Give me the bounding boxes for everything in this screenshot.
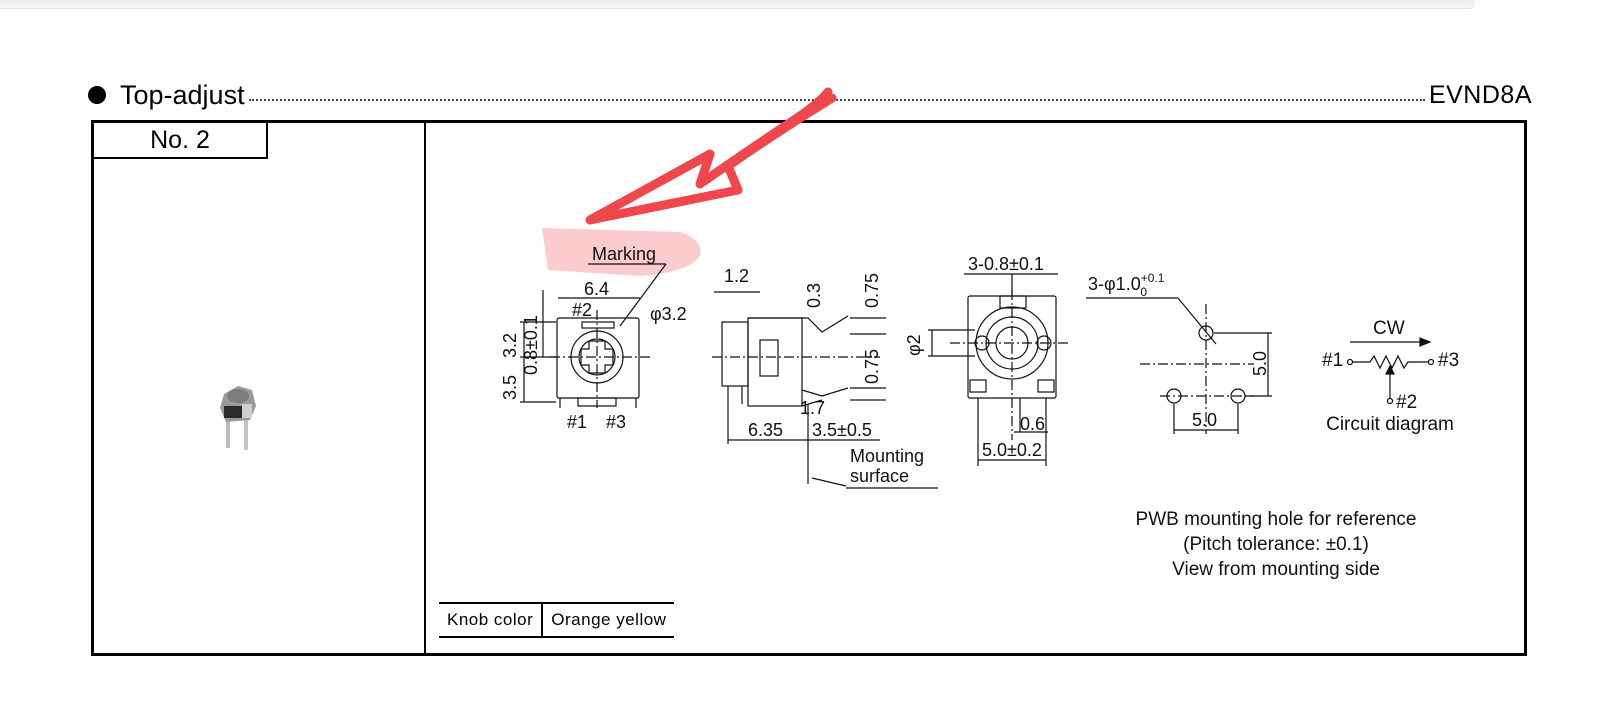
dim-075a: 0.75 xyxy=(862,273,882,308)
product-photo-image xyxy=(220,386,256,450)
side-body xyxy=(747,317,803,407)
dim-08: 0.8±0.1 xyxy=(521,315,541,375)
panel-number: No. 2 xyxy=(94,123,268,159)
marking-label: Marking xyxy=(592,244,656,264)
circuit-caption: Circuit diagram xyxy=(1326,414,1454,435)
side-slot xyxy=(759,339,779,377)
bottom-pin-right xyxy=(1037,379,1055,393)
dim-12: 1.2 xyxy=(724,266,749,286)
heading-title: Top-adjust xyxy=(120,79,245,110)
front-tab xyxy=(581,321,615,329)
pwb-note-1: PWB mounting hole for reference xyxy=(1136,509,1417,530)
mounting-label-2: surface xyxy=(850,466,909,486)
terminal-1 xyxy=(1346,358,1354,366)
dim-03: 0.3 xyxy=(804,283,824,308)
knob-color-value: Orange yellow xyxy=(551,610,667,629)
bottom-pin-top xyxy=(999,295,1027,309)
circuit-pin3: #3 xyxy=(1438,350,1459,371)
photo-knob xyxy=(227,389,249,403)
pwb-dim-vert: 5.0 xyxy=(1250,351,1270,376)
pin3-label: #3 xyxy=(606,412,626,432)
circuit-diagram: CW #1 #3 #2 Circuit diagram xyxy=(1322,318,1459,435)
front-pins xyxy=(577,397,617,407)
photo-shadow xyxy=(224,406,242,418)
panel-divider xyxy=(424,123,426,653)
front-knob-inner xyxy=(578,338,616,376)
red-arrow-annotation xyxy=(585,87,837,225)
knob-color-label: Knob color xyxy=(439,604,544,636)
photo-highlight xyxy=(242,404,252,418)
bottom-view: 3-0.8±0.1 φ2 0.6 5.0±0.2 xyxy=(904,254,1068,466)
dim-635: 6.35 xyxy=(748,420,783,440)
front-body xyxy=(556,317,640,399)
dim-17: 1.7 xyxy=(800,398,825,418)
pwb-dim-horiz: 5.0 xyxy=(1192,410,1217,430)
dim-35b: 3.5±0.5 xyxy=(812,420,872,440)
wiper-arrowhead xyxy=(1385,364,1395,375)
section-heading: Top-adjust EVND8A xyxy=(88,76,1532,114)
dotted-leader xyxy=(248,99,1425,101)
dim-phi2: φ2 xyxy=(904,334,924,356)
knob-color-table: Knob color Orange yellow xyxy=(439,602,675,638)
side-knob xyxy=(721,321,749,387)
dim-075b: 0.75 xyxy=(862,349,882,384)
dim-35: 3.5 xyxy=(500,375,520,400)
dim-32: 3.2 xyxy=(500,333,520,358)
bullet-icon xyxy=(88,86,106,104)
width-dim: 6.4 xyxy=(584,279,609,299)
cw-label: CW xyxy=(1373,318,1405,339)
resistor-symbol xyxy=(1352,354,1428,370)
model-number: EVND8A xyxy=(1428,80,1532,109)
front-view: Marking 6.4 #2 φ3.2 #1 #3 0.8±0.1 3.2 3.… xyxy=(500,244,687,432)
front-cross-slot xyxy=(580,340,614,374)
pwb-note-2: (Pitch tolerance: ±0.1) xyxy=(1183,534,1369,555)
mounting-leader xyxy=(811,477,847,487)
mounting-label-1: Mounting xyxy=(850,446,924,466)
pwb-note-3: View from mounting side xyxy=(1172,559,1380,580)
terminal-2 xyxy=(1386,397,1394,405)
hole-leader xyxy=(1177,297,1217,345)
terminal-3 xyxy=(1427,358,1435,366)
dim-3-08: 3-0.8±0.1 xyxy=(968,254,1044,274)
circuit-pin2: #2 xyxy=(1396,392,1417,413)
marking-leader xyxy=(619,263,667,327)
side-view: 1.2 0.3 0.75 0.75 1.7 6.35 3.5±0.5 Mount… xyxy=(712,266,938,489)
dim-50-02: 5.0±0.2 xyxy=(982,440,1042,460)
phi-label: φ3.2 xyxy=(650,304,687,324)
cw-arrowhead xyxy=(1419,337,1432,347)
side-bottom-contact xyxy=(801,387,849,407)
pin1-label: #1 xyxy=(567,412,587,432)
circuit-pin1: #1 xyxy=(1322,350,1343,371)
photo-lead xyxy=(244,416,248,450)
product-panel: No. 2 Knob color Orange yellow xyxy=(91,120,1527,656)
photo-lead xyxy=(226,416,230,448)
pin2-label: #2 xyxy=(572,300,592,320)
window-top-edge xyxy=(0,0,1475,9)
dim-06: 0.6 xyxy=(1020,414,1045,434)
bottom-pin-left xyxy=(969,379,987,393)
